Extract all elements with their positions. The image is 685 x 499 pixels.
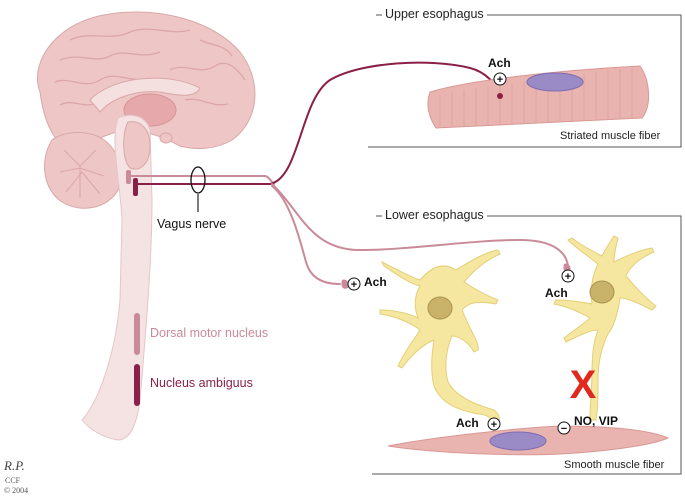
- enteric-neuron-right: [553, 235, 657, 421]
- cerebellum-arbor: [59, 149, 105, 198]
- striated-muscle-fiber: [427, 65, 649, 129]
- dorsal-motor-nucleus-marker: [126, 170, 131, 184]
- right-neuron-plus-sign: +: [565, 271, 571, 283]
- smooth-inhibitory-minus-sign: −: [561, 423, 567, 435]
- legend-dorsal-motor-nucleus: Dorsal motor nucleus: [150, 326, 269, 340]
- ach-upper-label: Ach: [488, 56, 511, 70]
- brain-sagittal-section: [37, 11, 256, 441]
- smooth-muscle-fiber: [387, 425, 670, 456]
- smooth-fiber-nucleus: [489, 431, 547, 451]
- cerebellum: [44, 132, 122, 209]
- striated-fiber-nucleus: [526, 72, 584, 92]
- left-neuron-ach-excitatory-circle: [347, 277, 361, 291]
- credit-org: CCF: [5, 476, 21, 485]
- ach-smooth-label: Ach: [456, 416, 479, 430]
- smooth-ach-plus-sign: +: [491, 419, 497, 431]
- left-neuron-synaptic-terminal: [341, 279, 349, 289]
- legend-nucleus-ambiguus: Nucleus ambiguus: [150, 376, 253, 390]
- upper-panel-frame: [368, 14, 682, 148]
- right-neuron-ach-excitatory-circle: [561, 269, 575, 283]
- upper-panel-caption: Striated muscle fiber: [560, 130, 661, 142]
- upper-ach-excitatory-circle: [493, 72, 507, 86]
- dmn-fiber-trunk: [130, 175, 275, 185]
- vagus-nerve-label: Vagus nerve: [157, 217, 227, 231]
- credit-year: © 2004: [4, 486, 29, 495]
- upper-nerve-terminal: [497, 93, 503, 99]
- lower-panel-title: Lower esophagus: [382, 208, 487, 222]
- lower-panel-caption: Smooth muscle fiber: [564, 459, 665, 471]
- ach-right-neuron-label: Ach: [545, 286, 568, 300]
- smooth-ach-excitatory-circle: [487, 417, 501, 431]
- fiber-to-left-neuron: [271, 185, 341, 285]
- fiber-to-upper-esophagus: [269, 61, 501, 185]
- vagus-nerve-ring: [190, 166, 206, 194]
- enteric-neuron-left: [379, 249, 501, 425]
- corpus-callosum: [89, 77, 201, 113]
- right-neuron-nucleus: [589, 280, 615, 304]
- upper-panel-title: Upper esophagus: [382, 7, 487, 21]
- blocked-pathway-mark: X: [570, 363, 597, 407]
- vagus-nerve-fibers: [130, 61, 569, 285]
- artist-signature: R.P.: [4, 458, 25, 473]
- left-neuron-plus-sign: +: [351, 279, 357, 291]
- legend-dmn-swatch: [134, 313, 140, 355]
- ach-left-neuron-label: Ach: [364, 275, 387, 289]
- pons: [123, 121, 151, 170]
- lower-panel-frame: [372, 215, 682, 475]
- sign-circles: [347, 72, 575, 435]
- pituitary: [159, 132, 173, 144]
- smooth-inhibitory-circle: [557, 421, 571, 435]
- no-vip-label: NO, VIP: [574, 414, 619, 428]
- nucleus-ambiguus-marker: [133, 178, 138, 196]
- brainstem-spinal-cord: [81, 114, 153, 441]
- upper-ach-plus-sign: +: [497, 74, 503, 86]
- fiber-to-right-neuron: [271, 183, 569, 267]
- legend-ambiguus-swatch: [134, 364, 140, 406]
- left-neuron-nucleus: [427, 296, 453, 320]
